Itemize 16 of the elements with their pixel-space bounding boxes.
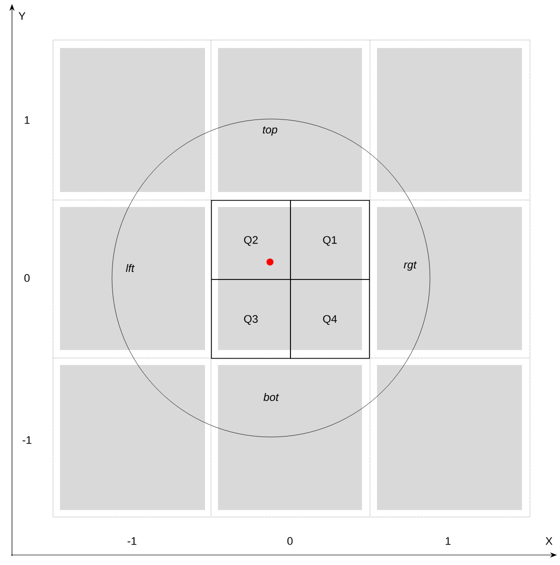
quadrant-box: Q1 [290, 200, 370, 280]
region-label: top [262, 126, 278, 136]
tick-label: 1 [24, 116, 30, 124]
tick-label: 0 [24, 274, 30, 282]
region-label: rgt [404, 261, 417, 271]
region-label: lft [126, 264, 135, 272]
quadrant-box: Q2 [211, 200, 291, 280]
axis-label: Y [18, 12, 26, 20]
quadrant-box: Q3 [211, 279, 291, 359]
quadrant-box: Q4 [290, 279, 370, 359]
tick-label: 1 [446, 537, 450, 545]
tick-label: -1 [128, 537, 136, 545]
region-label: bot [264, 392, 279, 402]
tick-label: 0 [287, 537, 293, 545]
axis-label: X [546, 537, 552, 545]
tick-label: -1 [22, 436, 32, 444]
